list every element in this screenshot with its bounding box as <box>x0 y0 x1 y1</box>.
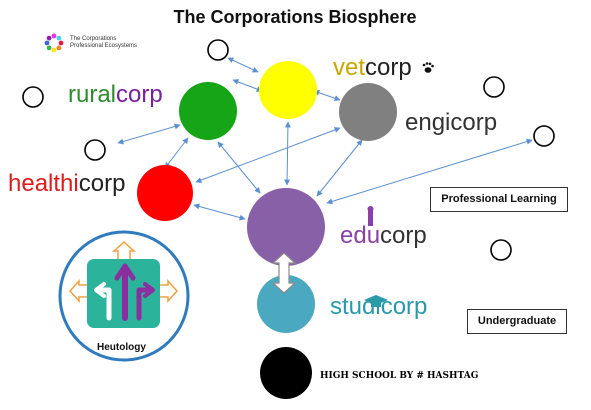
empty-circle <box>490 239 512 261</box>
page-title: The Corporations Biosphere <box>173 7 417 27</box>
vetcorp-suffix: corp <box>365 54 412 81</box>
vetcorp-logo: vetcorp <box>333 56 412 80</box>
logo-dot <box>56 35 62 41</box>
logo-dot <box>44 40 50 46</box>
heutology-badge <box>58 230 190 362</box>
studicorp-logo: studicorp <box>330 295 427 319</box>
heutology-accent-arrows-icon <box>68 240 179 303</box>
logo-icon <box>44 33 64 53</box>
healthicorp-suffix: corp <box>78 170 126 197</box>
connector-purple-right <box>326 138 533 205</box>
connector-grey-purple <box>316 139 363 197</box>
ruralcorp-prefix: rural <box>68 81 117 108</box>
healthicorp-logo: healthicorp <box>8 172 125 196</box>
logo-dot <box>46 35 52 41</box>
heutology-arrows-icon <box>94 263 155 321</box>
empty-circle <box>533 125 555 147</box>
logo-dot <box>51 47 57 53</box>
rural-circle <box>179 82 237 140</box>
studi-circle <box>257 275 315 333</box>
educorp-suffix: corp <box>380 222 427 249</box>
studicorp-suffix: corp <box>380 293 428 320</box>
healthicorp-prefix: healthi <box>8 170 79 197</box>
high-school-circle <box>260 347 312 399</box>
engicorp-suffix: corp <box>450 109 498 136</box>
connector-grey-red <box>195 127 341 183</box>
vetcorp-prefix: vet <box>333 54 366 81</box>
empty-circle <box>207 39 229 61</box>
engi-circle <box>339 83 397 141</box>
healthi-circle <box>137 165 193 221</box>
logo-dot <box>56 45 62 51</box>
studicorp-prefix: studi <box>330 293 381 320</box>
connector-empty-yellow <box>227 57 259 73</box>
logo-dot <box>58 40 64 46</box>
ruralcorp-suffix: corp <box>116 81 163 108</box>
vet-circle <box>259 61 317 119</box>
edu-circle <box>247 188 325 266</box>
paw-icon <box>422 62 434 73</box>
ruralcorp-logo: ruralcorp <box>68 83 163 107</box>
graduation-cap-icon <box>364 295 388 307</box>
engicorp-prefix: engi <box>405 109 451 136</box>
empty-circle <box>483 76 505 98</box>
logo-dot <box>51 33 57 39</box>
professional-learning-label: Professional Learning <box>430 187 568 212</box>
double-arrow-icon <box>271 252 297 294</box>
connector-green-red <box>164 137 189 169</box>
engicorp-logo: engicorp <box>405 111 497 135</box>
undergraduate-label: Undergraduate <box>467 309 567 334</box>
high-school-label: HIGH SCHOOL BY # HASHTAG <box>320 371 479 381</box>
empty-circle <box>22 86 44 108</box>
connector-green-yellow <box>232 79 263 92</box>
educorp-prefix: edu <box>340 222 381 249</box>
connector-green-left <box>117 123 181 145</box>
connector-green-purple <box>217 141 261 194</box>
heutology-label: Heutology <box>97 342 146 353</box>
empty-circle <box>84 139 106 161</box>
logo-dot <box>46 45 52 51</box>
connectors <box>117 57 533 221</box>
logo-text: The Corporations Professional Ecosystems <box>70 36 138 49</box>
educorp-logo: educorp <box>340 224 427 248</box>
connector-yellow-purple <box>284 121 291 186</box>
connector-yellow-grey <box>313 89 341 102</box>
mascot-icon <box>367 206 374 226</box>
connector-red-purple <box>193 203 246 221</box>
empty-circles <box>22 39 555 261</box>
